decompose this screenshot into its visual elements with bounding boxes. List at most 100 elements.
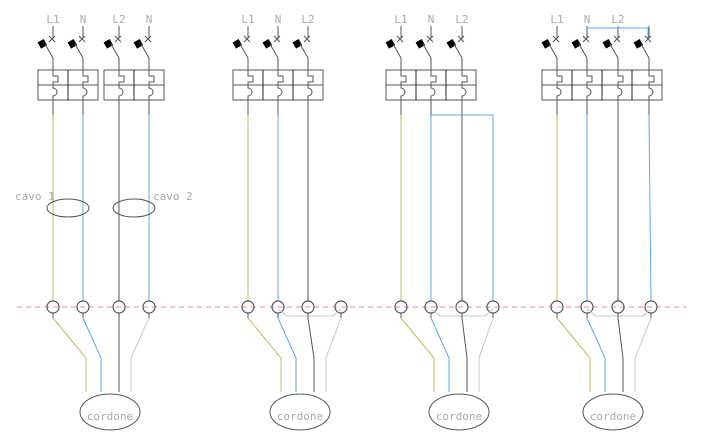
breaker-contact-icon bbox=[617, 70, 624, 100]
x-mark-icon bbox=[48, 35, 56, 43]
terminal-label: N bbox=[146, 13, 153, 26]
x-mark-icon bbox=[114, 35, 122, 43]
switch-icon bbox=[415, 35, 434, 49]
actuator-icon bbox=[292, 39, 303, 49]
terminal-label: L2 bbox=[611, 13, 624, 26]
cord-wire bbox=[430, 317, 450, 392]
breaker-contact-icon bbox=[307, 70, 314, 100]
cord-label: cordone bbox=[87, 410, 133, 423]
actuator-icon bbox=[446, 39, 457, 49]
cord-wire bbox=[277, 317, 297, 392]
actuator-icon bbox=[133, 39, 144, 49]
switch-icon bbox=[571, 35, 590, 49]
cord-label: cordone bbox=[436, 410, 482, 423]
neutral-jumper bbox=[586, 308, 652, 317]
breaker-contact-icon bbox=[247, 70, 254, 100]
neutral-jumper bbox=[277, 308, 342, 317]
switch-icon bbox=[67, 35, 86, 49]
x-mark-icon bbox=[457, 35, 465, 43]
switch-icon bbox=[385, 35, 404, 49]
x-mark-icon bbox=[552, 35, 560, 43]
cord-ellipse bbox=[79, 393, 141, 431]
cord-wire bbox=[247, 317, 282, 392]
switch-icon bbox=[232, 35, 251, 49]
actuator-icon bbox=[541, 39, 552, 49]
breaker-contact-icon bbox=[52, 70, 59, 100]
switch-blade bbox=[609, 43, 619, 70]
actuator-icon bbox=[385, 39, 396, 49]
switch-blade bbox=[548, 43, 558, 70]
terminal-label: L1 bbox=[550, 13, 563, 26]
switch-blade bbox=[299, 43, 309, 70]
neutral-bridge bbox=[431, 114, 494, 301]
terminal-label: L2 bbox=[301, 13, 314, 26]
cord-wire bbox=[478, 317, 494, 392]
terminal-label: N bbox=[428, 13, 435, 26]
cord-label: cordone bbox=[590, 410, 636, 423]
cord-wire bbox=[556, 317, 591, 392]
cord-wire bbox=[586, 317, 606, 392]
breaker-contact-icon bbox=[277, 70, 284, 100]
cable-label: cavo 2 bbox=[153, 190, 193, 203]
breaker-contact-icon bbox=[148, 70, 155, 100]
switch-blade bbox=[578, 43, 588, 70]
cable-ellipse bbox=[112, 198, 156, 218]
switch-icon bbox=[37, 35, 56, 49]
cord-wire bbox=[634, 317, 652, 392]
cord-wire bbox=[307, 317, 315, 392]
cord-label: cordone bbox=[277, 410, 323, 423]
terminal-label: L1 bbox=[46, 13, 59, 26]
terminal-label: N bbox=[584, 13, 591, 26]
breaker-contact-icon bbox=[82, 70, 89, 100]
switch-icon bbox=[292, 35, 311, 49]
breaker-contact-icon bbox=[430, 70, 437, 100]
terminal-label: L1 bbox=[394, 13, 407, 26]
neutral-top-bridge bbox=[587, 27, 649, 38]
x-mark-icon bbox=[144, 35, 152, 43]
switch-blade bbox=[44, 43, 54, 70]
breaker-contact-icon bbox=[461, 70, 468, 100]
cord-wire bbox=[52, 317, 87, 392]
switch-blade bbox=[640, 43, 650, 70]
switch-blade bbox=[239, 43, 249, 70]
x-mark-icon bbox=[426, 35, 434, 43]
actuator-icon bbox=[67, 39, 78, 49]
cable-ellipse bbox=[46, 198, 90, 218]
cord-ellipse bbox=[428, 393, 490, 431]
cable-label: cavo 1 bbox=[15, 190, 55, 203]
x-mark-icon bbox=[243, 35, 251, 43]
switch-blade bbox=[110, 43, 120, 70]
cord-ellipse bbox=[582, 393, 644, 431]
terminal-label: L2 bbox=[112, 13, 125, 26]
cord-wire bbox=[130, 317, 150, 392]
actuator-icon bbox=[262, 39, 273, 49]
actuator-icon bbox=[232, 39, 243, 49]
terminal-label: L2 bbox=[455, 13, 468, 26]
switch-icon bbox=[133, 35, 152, 49]
switch-icon bbox=[602, 35, 621, 49]
actuator-icon bbox=[602, 39, 613, 49]
terminal-label: N bbox=[80, 13, 87, 26]
switch-blade bbox=[453, 43, 463, 70]
switch-blade bbox=[140, 43, 150, 70]
wire bbox=[648, 114, 652, 302]
actuator-icon bbox=[571, 39, 582, 49]
switch-icon bbox=[103, 35, 122, 49]
breaker-contact-icon bbox=[400, 70, 407, 100]
actuator-icon bbox=[633, 39, 644, 49]
actuator-icon bbox=[37, 39, 48, 49]
cord-wire bbox=[461, 317, 468, 392]
breaker-contact-icon bbox=[586, 70, 593, 100]
switch-icon bbox=[633, 35, 652, 49]
switch-blade bbox=[392, 43, 402, 70]
switch-icon bbox=[541, 35, 560, 49]
cord-wire bbox=[400, 317, 435, 392]
terminal-label: L1 bbox=[241, 13, 254, 26]
x-mark-icon bbox=[78, 35, 86, 43]
cord-wire bbox=[325, 317, 342, 392]
breaker-contact-icon bbox=[648, 70, 655, 100]
cord-ellipse bbox=[269, 393, 331, 431]
cord-wire bbox=[617, 317, 624, 392]
